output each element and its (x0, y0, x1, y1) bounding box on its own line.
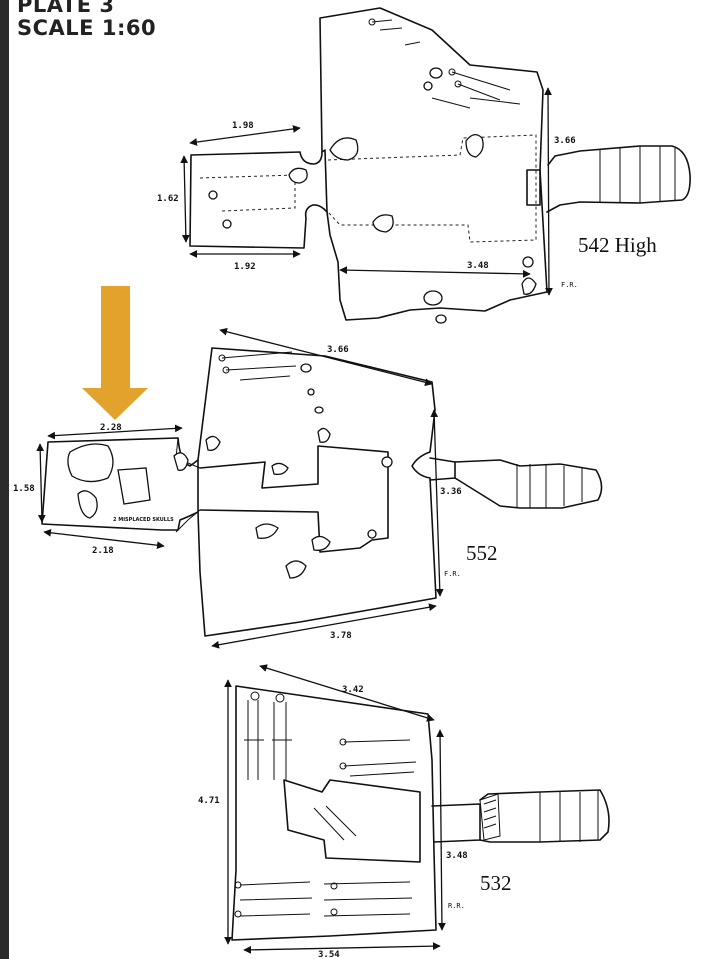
left-edge-bar (0, 0, 9, 959)
dim-542-top: 1.98 (232, 121, 254, 131)
tomb-532-initials: R.R. (448, 902, 465, 910)
tomb-542-dromos (189, 149, 328, 249)
dim-552-bottom-line (43, 528, 165, 550)
dim-552-chamber-bottom: 3.78 (330, 631, 352, 641)
dim-532-right-line (436, 729, 446, 931)
tomb-532-scale-bar (479, 789, 610, 843)
tomb-532-hatch (479, 793, 501, 841)
dim-552-chamber-right-line (430, 409, 444, 597)
tomb-552-stomion (429, 457, 456, 481)
tomb-542-stones (208, 67, 537, 324)
tomb-542-scale-divisions (599, 146, 676, 203)
dim-552-chamber-bottom-line (211, 603, 437, 649)
tomb-542-inner-outline (199, 134, 537, 243)
tomb-542-chamber (319, 7, 548, 321)
dim-532-bottom-line (243, 942, 441, 954)
tomb-542-label: 542 High (578, 233, 657, 257)
tomb-552-label: 552 (466, 541, 498, 565)
tomb-542-plan: 1.98 1.62 1.92 3.66 3.48 542 High F.R. (157, 7, 691, 324)
dim-532-top: 3.42 (342, 685, 364, 695)
tomb-542-scale-bar (546, 145, 691, 213)
dim-542-chamber-bottom-line (339, 266, 531, 278)
dim-552-top-line (47, 424, 183, 440)
dim-552-top: 2.28 (100, 423, 122, 433)
tomb-552-initials: F.R. (444, 570, 461, 578)
dim-552-left-line (36, 443, 46, 523)
tomb-532-stomion (431, 803, 481, 843)
tomb-542-initials: F.R. (561, 281, 578, 289)
dim-532-top-line (259, 664, 435, 722)
tomb-532-plan: 3.42 4.71 3.48 3.54 532 R.R. (198, 664, 610, 959)
tomb-532-chamber (231, 685, 437, 941)
dim-542-right-line (544, 87, 553, 296)
dim-542-chamber-right: 3.66 (554, 136, 576, 146)
tomb-552-skeletal-remains (218, 351, 297, 381)
tomb-532-inner-pit (283, 779, 421, 863)
dim-542-top-line (189, 125, 301, 146)
plate-title: PLATE 3 SCALE 1:60 (17, 0, 156, 40)
dim-532-bottom: 3.54 (318, 950, 340, 959)
tomb-532-label: 532 (480, 871, 512, 895)
dim-552-chamber-top-line (219, 327, 433, 387)
dim-552-bottom: 2.18 (92, 546, 114, 556)
dim-542-left: 1.62 (157, 194, 179, 204)
tomb-552-scale-divisions (516, 464, 583, 508)
plate-number: PLATE 3 (17, 0, 115, 17)
tomb-532-scale-divisions (539, 790, 599, 842)
tomb-532-skeletal-remains (234, 691, 417, 918)
tomb-552-scale-bar (454, 459, 603, 509)
dim-542-bottom: 1.92 (234, 262, 256, 272)
dim-542-left-line (180, 155, 190, 243)
marker-arrow (82, 286, 148, 420)
tomb-552-plan: 2 MISPLACED SKULLS 2.28 1.58 2.18 3.66 3… (13, 327, 603, 649)
dim-542-chamber-bottom: 3.48 (467, 261, 489, 271)
tomb-552-chamber (197, 347, 437, 637)
dim-552-chamber-top: 3.66 (327, 345, 349, 355)
dim-552-chamber-right: 3.36 (440, 487, 462, 497)
tomb-552-stones (67, 363, 393, 579)
tomb-552-partition (199, 445, 389, 553)
dim-532-right: 3.48 (446, 851, 468, 861)
dim-532-left: 4.71 (198, 796, 220, 806)
tomb-542-stomion (526, 169, 541, 206)
tomb-552-note: 2 MISPLACED SKULLS (113, 517, 174, 523)
dim-552-left: 1.58 (13, 484, 35, 494)
tomb-542-skeletal-remains (368, 18, 521, 109)
plate-scale: SCALE 1:60 (17, 16, 157, 40)
